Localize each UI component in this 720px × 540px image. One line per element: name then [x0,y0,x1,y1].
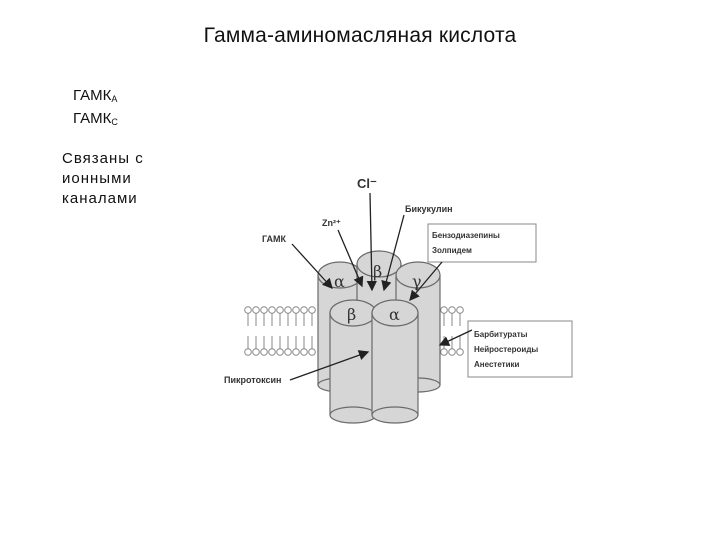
binding-arrows [289,192,473,381]
lipid-head [456,306,464,314]
receptor-gaba-a: ГАМКA [73,87,118,104]
lipid-head [260,348,268,356]
subunit-alpha-top: α [334,272,345,291]
lipid-head [300,348,308,356]
label-chloride: Cl⁻ [357,176,377,191]
lipid-head [276,306,284,314]
subunit-beta-bottom: β [347,305,356,324]
lipid-head [260,306,268,314]
lipid-head [268,348,276,356]
lipid-head [308,348,316,356]
svg-text:Барбитураты: Барбитураты [474,330,528,339]
modulator-box-top: Бензодиазепины Золпидем [427,223,537,263]
label-gaba: ГАМК [262,234,287,244]
sidebar-text: ГАМКA ГАМКC Связаны с ионными каналами [62,86,144,209]
subunit-gamma-top: γ [412,272,422,291]
subunit-alpha-bottom: α [389,305,400,324]
lipid-head [252,348,260,356]
lipid-head [284,348,292,356]
subunit-beta-top: β [373,262,382,281]
lipid-head [456,348,464,356]
lipid-head [276,348,284,356]
lipid-head [440,348,448,356]
page-title: Гамма-аминомасляная кислота [203,24,517,47]
lipid-head [308,306,316,314]
svg-text:Золпидем: Золпидем [432,246,472,255]
label-picrotoxin: Пикротоксин [224,375,281,385]
lipid-head [284,306,292,314]
modulator-box-bottom: Барбитураты Нейростероиды Анестетики [467,320,573,378]
label-zinc: Zn²⁺ [322,218,341,228]
lipid-head [244,306,252,314]
lipid-head [292,306,300,314]
svg-text:Анестетики: Анестетики [474,360,520,369]
lipid-head [448,348,456,356]
lipid-head [300,306,308,314]
lipid-head [244,348,252,356]
label-bicuculline: Бикукулин [405,204,453,214]
lipid-head [252,306,260,314]
lipid-head [268,306,276,314]
ion-channel-note: Связаны с ионными каналами [62,150,144,207]
lipid-head [448,306,456,314]
lipid-head [440,306,448,314]
lipid-head [292,348,300,356]
svg-text:Нейростероиды: Нейростероиды [474,345,538,354]
lipid-bilayer [244,306,464,356]
receptor-gaba-c: ГАМКC [73,110,118,127]
channel-cylinders [317,250,441,424]
svg-text:Бензодиазепины: Бензодиазепины [432,231,500,240]
